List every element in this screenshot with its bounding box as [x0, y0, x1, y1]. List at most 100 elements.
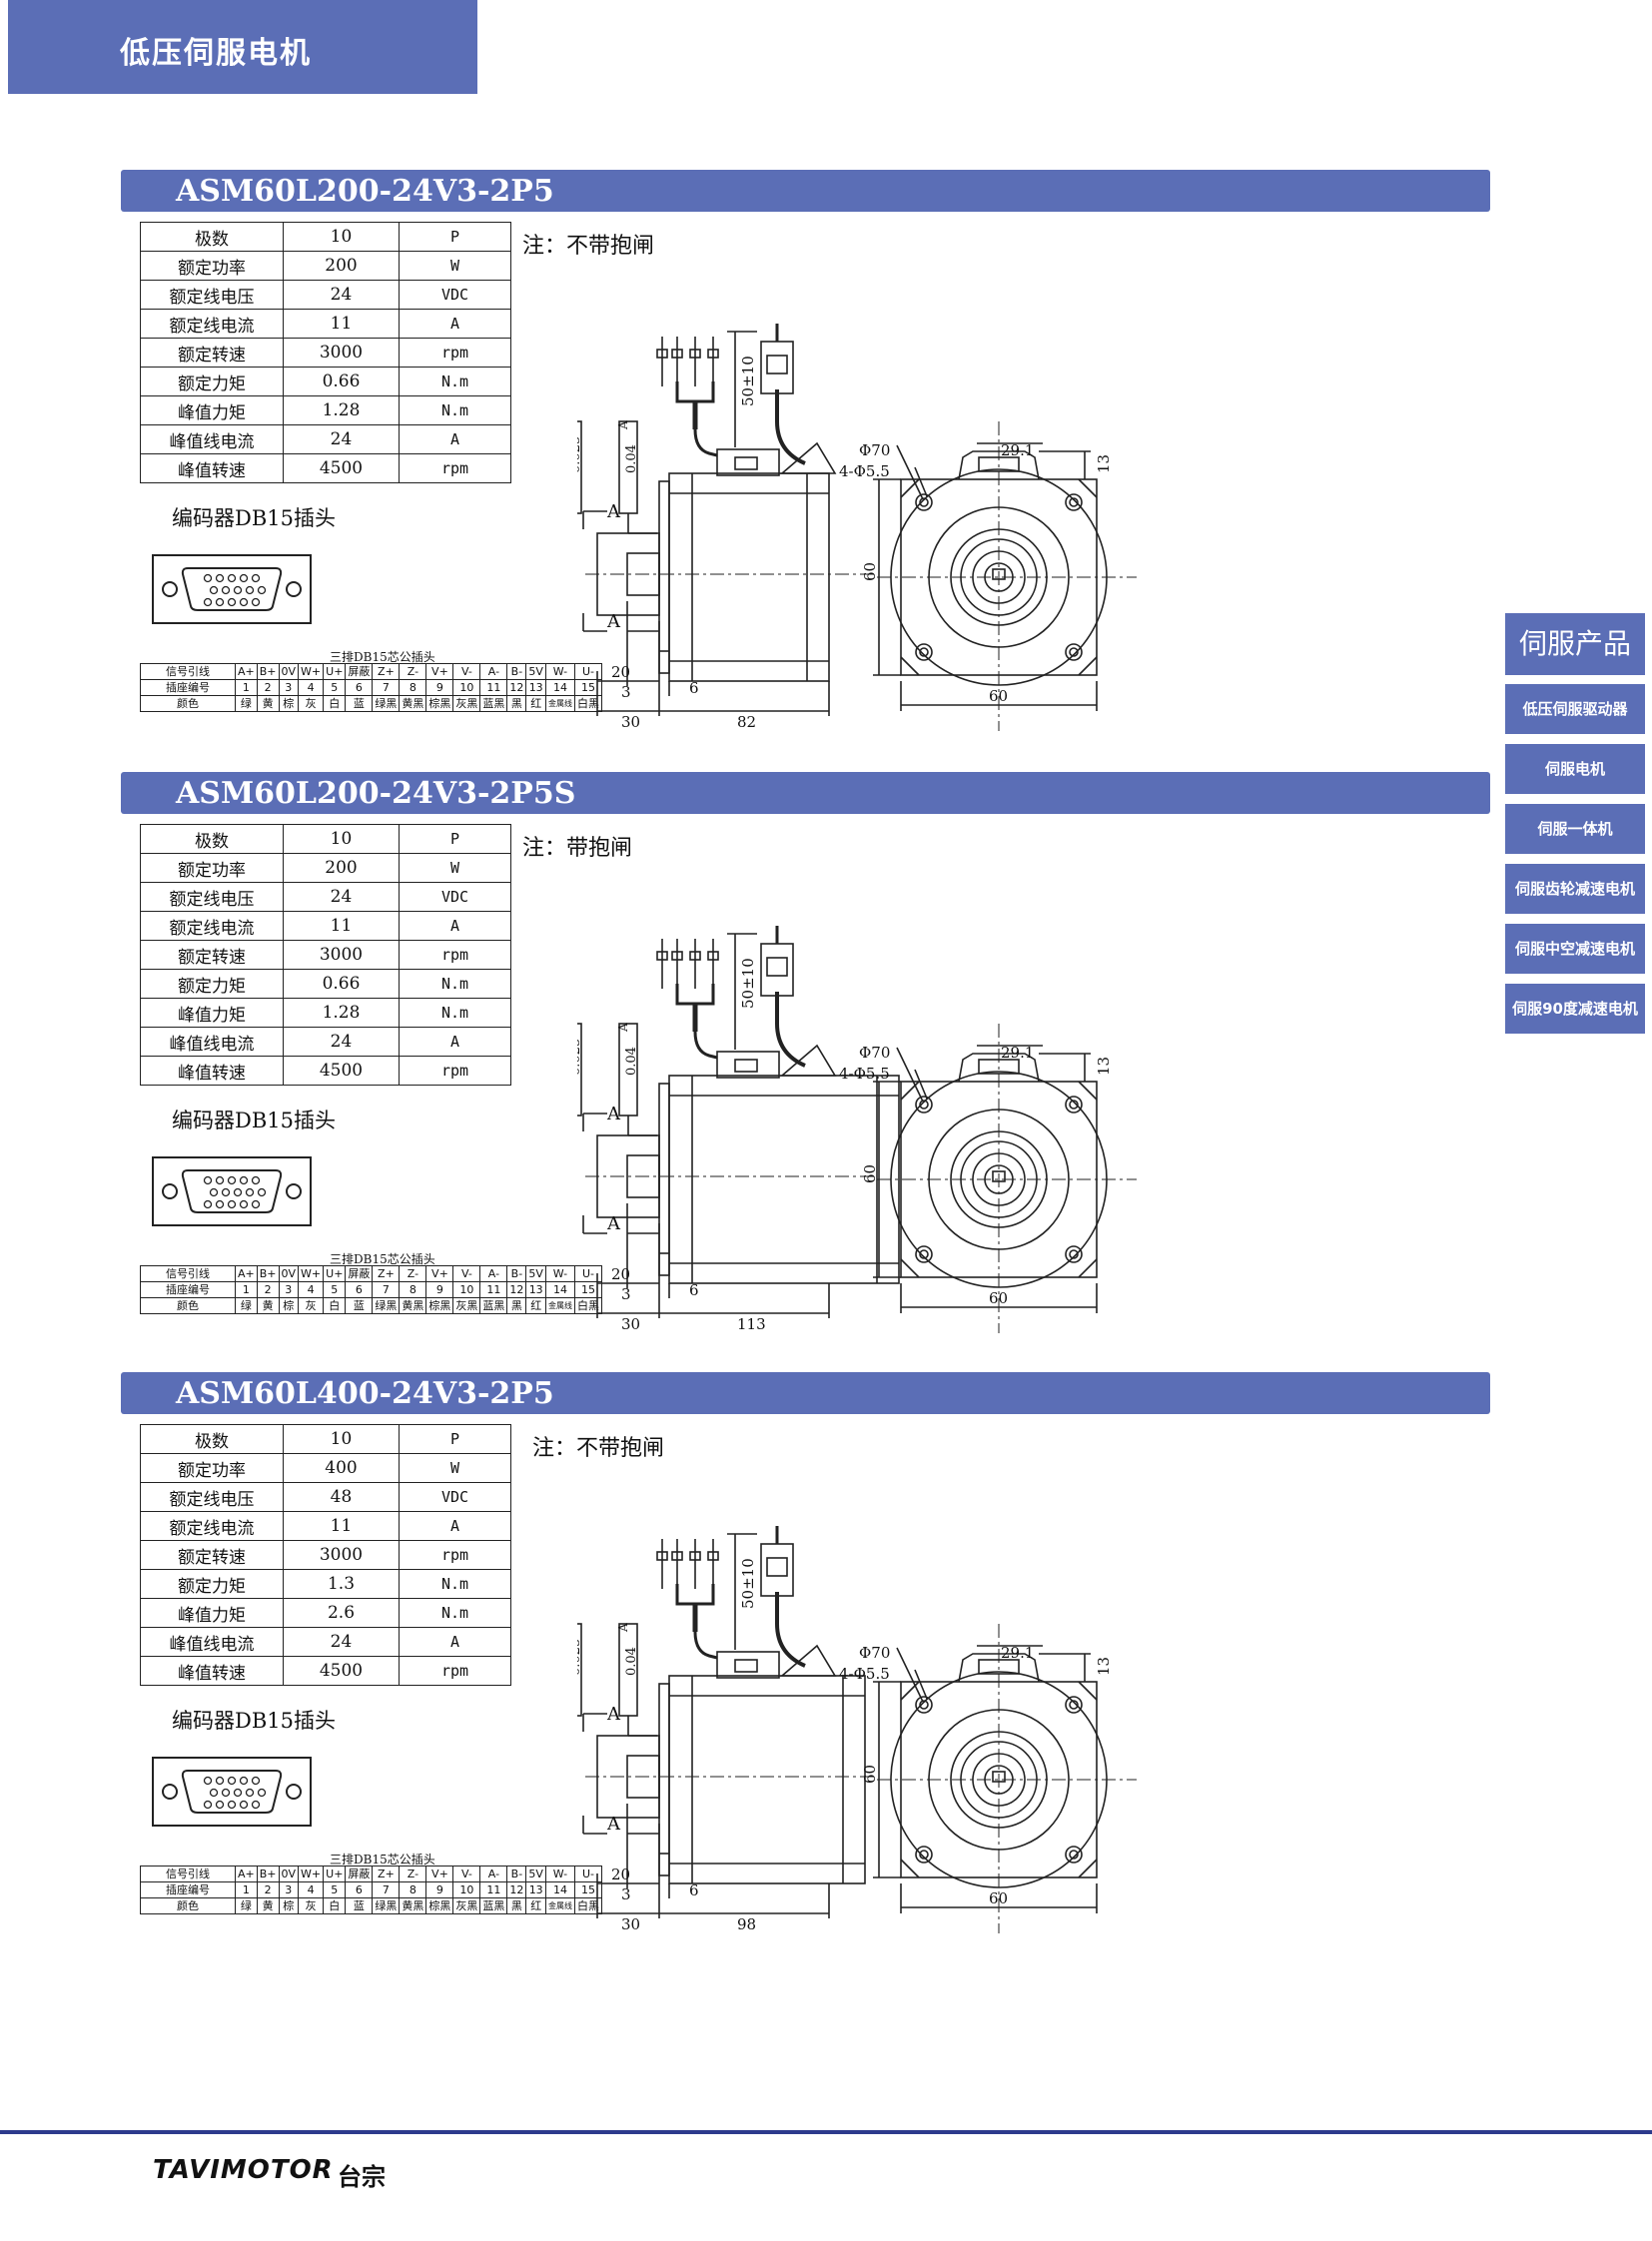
sidebar-item-low-voltage-driver[interactable]: 低压伺服驱动器: [1505, 684, 1645, 734]
dimension-label: 13: [1095, 1657, 1113, 1676]
spec-unit: W: [399, 251, 511, 281]
spec-label: 额定转速: [140, 1540, 284, 1570]
dimension-label: 3: [621, 1885, 631, 1903]
dimension-label: 50±10: [739, 356, 757, 406]
spec-value: 3000: [283, 940, 400, 970]
db15-pin: [251, 1776, 261, 1786]
pin-cell: 绿黑: [372, 1897, 401, 1914]
brake-note: 注：带抱闸: [522, 836, 633, 861]
pin-cell: 15: [573, 679, 602, 696]
spec-label: 额定线电压: [140, 280, 284, 310]
pin-cell: 3: [278, 679, 300, 696]
sidebar-item-integrated-servo[interactable]: 伺服一体机: [1505, 804, 1645, 854]
pin-cell: 11: [479, 679, 508, 696]
pin-cell: 绿: [235, 1297, 258, 1314]
spec-value: 2.6: [283, 1598, 400, 1628]
spec-label: 额定力矩: [140, 367, 284, 396]
spec-label: 额定转速: [140, 338, 284, 368]
spec-value: 400: [283, 1453, 400, 1483]
pin-cell: 8: [399, 1881, 427, 1898]
pin-cell: 5: [323, 1281, 347, 1298]
pin-cell: W+: [298, 663, 325, 680]
sidebar-item-servo-motor[interactable]: 伺服电机: [1505, 744, 1645, 794]
pin-cell: 6: [345, 1281, 374, 1298]
pin-cell: 4: [298, 1281, 325, 1298]
pin-cell: 13: [525, 1281, 546, 1298]
dimension-label: A: [616, 420, 630, 430]
pin-cell: 黑: [506, 1297, 527, 1314]
dimension-label: A: [616, 1623, 630, 1633]
db15-pin: [227, 597, 237, 607]
pin-row-label: 颜色: [140, 695, 236, 712]
db15-pin: [251, 597, 261, 607]
pin-cell: 2: [256, 679, 280, 696]
motor-drawing: A-A M4x12 5-0.03 16-0.1 0.02 0.04 0.025 …: [577, 926, 1137, 1333]
dimension-label: 60: [861, 562, 879, 581]
pin-cell: 棕黑: [425, 1297, 454, 1314]
spec-value: 0.66: [283, 969, 400, 999]
pin-row-label: 插座编号: [140, 1281, 236, 1298]
brake-note: 注：不带抱闸: [532, 1436, 665, 1461]
spec-label: 额定力矩: [140, 969, 284, 999]
pin-cell: Z-: [399, 1265, 427, 1282]
dimension-label: Φ14-0.013: [577, 554, 581, 623]
dimension-label: A: [606, 501, 621, 522]
db15-pin: [227, 1175, 237, 1185]
pin-cell: 白: [323, 1897, 347, 1914]
pin-cell: 黄: [256, 1897, 280, 1914]
pin-cell: 灰黑: [452, 1897, 481, 1914]
spec-label: 额定功率: [140, 853, 284, 883]
pin-row-label: 信号引线: [140, 1866, 236, 1882]
pin-cell: 13: [525, 1881, 546, 1898]
dimension-label: 0.025: [577, 436, 583, 473]
spec-unit: W: [399, 1453, 511, 1483]
pin-cell: B-: [506, 1866, 527, 1882]
footer-brand-cn: 台宗: [338, 2163, 386, 2191]
sidebar-item-gear-reducer-motor[interactable]: 伺服齿轮减速电机: [1505, 864, 1645, 914]
spec-value: 1.3: [283, 1569, 400, 1599]
pin-cell: 红: [525, 695, 546, 712]
pin-cell: 屏蔽: [345, 1866, 374, 1882]
db15-pin: [233, 1788, 243, 1798]
pin-cell: 绿黑: [372, 1297, 401, 1314]
pin-cell: 金属线: [544, 1297, 575, 1314]
pin-row-label: 插座编号: [140, 1881, 236, 1898]
spec-label: 额定线电流: [140, 1511, 284, 1541]
pin-cell: 灰黑: [452, 695, 481, 712]
db15-pin: [203, 1800, 213, 1810]
spec-label: 峰值力矩: [140, 395, 284, 425]
dimension-label: 0.04: [624, 1647, 639, 1676]
db15-pin: [239, 597, 249, 607]
pin-cell: V+: [425, 1866, 454, 1882]
dimension-label: 20: [611, 1265, 630, 1283]
pin-cell: 蓝: [345, 1897, 374, 1914]
model-title: ASM60L200-24V3-2P5: [176, 174, 554, 209]
sidebar-item-90deg-reducer-motor[interactable]: 伺服90度减速电机: [1505, 984, 1645, 1034]
pin-cell: 2: [256, 1281, 280, 1298]
dimension-label: A: [606, 1814, 621, 1835]
spec-unit: W: [399, 853, 511, 883]
pin-cell: 5: [323, 1881, 347, 1898]
pin-cell: 蓝: [345, 695, 374, 712]
dimension-label: Φ14-0.013: [577, 1156, 581, 1225]
dimension-label: 6: [689, 1881, 699, 1899]
spec-value: 4500: [283, 453, 400, 483]
pin-table-title: 三排DB15芯公插头: [330, 650, 435, 664]
pin-cell: 屏蔽: [345, 663, 374, 680]
dimension-label: 0.04: [624, 1047, 639, 1076]
spec-value: 1.28: [283, 998, 400, 1028]
pin-cell: 3: [278, 1881, 300, 1898]
sidebar-item-hollow-reducer-motor[interactable]: 伺服中空减速电机: [1505, 924, 1645, 974]
dimension-label: 60: [861, 1765, 879, 1784]
